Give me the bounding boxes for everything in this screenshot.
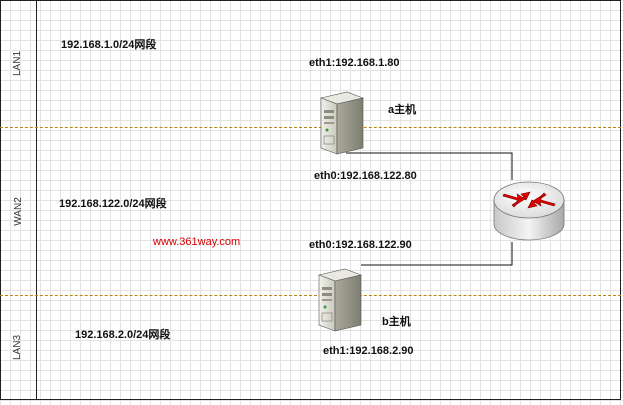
host-a-eth1-label: eth1:192.168.1.80: [309, 57, 400, 69]
router-icon: [493, 181, 565, 241]
zone-boundary-wan2-lan3: [0, 295, 621, 296]
watermark-url: www.361way.com: [153, 236, 241, 248]
host-b-eth1-label: eth1:192.168.2.90: [323, 345, 414, 357]
host-b-eth0-label: eth0:192.168.122.90: [309, 239, 412, 251]
server-tower-icon: [319, 91, 365, 155]
host-a-eth0-label: eth0:192.168.122.80: [314, 170, 417, 182]
lan3-network-label: 192.168.2.0/24网段: [75, 329, 171, 341]
lane-divider: [36, 0, 37, 400]
host-b-name: b主机: [382, 316, 411, 328]
wan2-network-label: 192.168.122.0/24网段: [59, 198, 167, 210]
link-router-to-host-b: [361, 242, 513, 266]
link-host-a-to-router: [346, 152, 513, 180]
server-tower-icon: [317, 268, 363, 332]
lan1-network-label: 192.168.1.0/24网段: [61, 39, 157, 51]
host-a-name: a主机: [388, 104, 417, 116]
zone-boundary-lan1-wan2: [0, 127, 621, 128]
